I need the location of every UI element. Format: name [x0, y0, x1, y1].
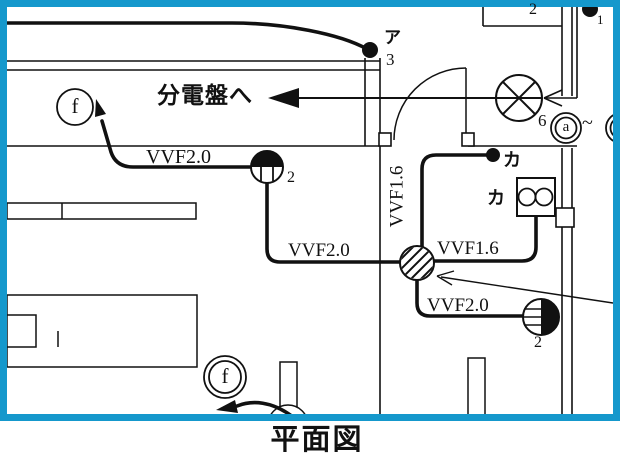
dot-top-right [582, 7, 598, 17]
vvf16-vertical-label: VVF1.6 [386, 165, 408, 228]
count-6-label: 6 [538, 111, 547, 130]
mark-ka-upper-label: カ [503, 150, 521, 171]
cable-right [431, 214, 538, 263]
dot-a [362, 42, 378, 58]
count-2-lower-label: 2 [534, 334, 542, 351]
outlet-box-symbol [516, 177, 556, 217]
wall-lines [7, 7, 578, 414]
lamp-f-lower-label: f [221, 364, 229, 388]
lamp-f-upper-symbol [56, 88, 94, 126]
cable-lamp-arrow [235, 400, 292, 414]
vvf16-horizontal-label: VVF1.6 [437, 238, 499, 259]
mark-ka-box-label: カ [487, 188, 505, 209]
count-1-label: 1 [597, 12, 604, 27]
vvf20-center-label: VVF2.0 [288, 240, 350, 261]
to-panel-label: 分電盤へ [157, 83, 253, 109]
door-jambs [378, 132, 575, 228]
count-3-label: 3 [386, 50, 395, 69]
cable-runs [7, 21, 538, 414]
receptacle-a-symbol [550, 112, 582, 144]
count-2-topbox-label: 2 [529, 1, 537, 18]
lamp-f-upper-label: f [71, 94, 79, 118]
f-arrowhead [95, 99, 106, 117]
cable-f-arrow [100, 119, 253, 169]
leader-arrow [436, 270, 613, 304]
tilde-label: ~ [582, 112, 593, 134]
door-swing [393, 67, 467, 141]
circle-a-label: a [562, 119, 570, 135]
device-circle-left [250, 150, 284, 184]
dot-ka [486, 148, 500, 162]
figure-frame [0, 0, 620, 421]
junction-dots [362, 7, 598, 162]
cable-top [7, 21, 369, 51]
furniture-outlines [7, 202, 486, 414]
ceiling-light-symbol [495, 74, 543, 122]
junction-box-symbol [399, 245, 435, 281]
cable-ka-down [420, 153, 495, 249]
wall-side-open-arrow [543, 89, 577, 107]
cable-bottom [415, 279, 525, 318]
count-2-left-label: 2 [287, 169, 295, 186]
vvf20-left-label: VVF2.0 [146, 146, 212, 168]
cable-left-down [265, 181, 402, 264]
vvf20-lower-label: VVF2.0 [427, 295, 489, 316]
figure-caption: 平面図 [270, 422, 364, 456]
mark-a-label: ア [384, 28, 401, 48]
receptacle-a-partial-symbol [605, 114, 613, 142]
panel-arrowhead [268, 88, 299, 108]
lamp-arrowhead [216, 400, 238, 413]
lamp-f-lower-symbol [203, 355, 247, 399]
arrowheads-solid [95, 88, 299, 413]
device-circle-lower [522, 298, 560, 336]
